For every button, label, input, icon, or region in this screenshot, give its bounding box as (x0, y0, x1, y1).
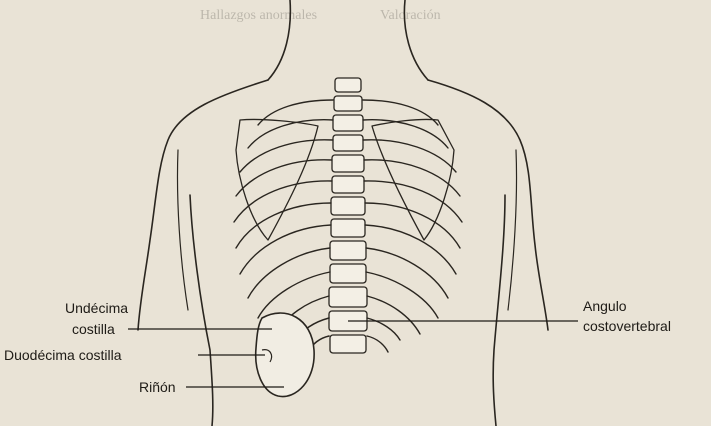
left-humerus (177, 150, 188, 310)
vertebra (329, 287, 367, 307)
left-scapula (236, 119, 318, 240)
rib-left (248, 248, 330, 298)
label-undecima-line2: costilla (72, 321, 115, 337)
rib-right (365, 203, 460, 248)
rib-left (258, 100, 333, 125)
neck-right-outline (404, 0, 428, 80)
vertebra (333, 115, 363, 131)
rib-right (367, 296, 420, 334)
label-angulo-line2: costovertebral (583, 318, 671, 334)
vertebra (331, 197, 365, 215)
rib-left (234, 181, 332, 222)
left-arm-inner (190, 195, 213, 426)
vertebra (330, 264, 366, 283)
vertebra (334, 96, 362, 111)
neck-left-outline (268, 0, 290, 80)
rib-right (367, 336, 388, 352)
label-rinon: Riñón (139, 379, 176, 395)
rib-right (366, 272, 438, 318)
vertebra (330, 241, 366, 260)
vertebra (332, 176, 364, 193)
label-undecima-line1: Undécima (65, 300, 128, 316)
vertebra (330, 335, 366, 353)
right-humerus (508, 150, 517, 310)
label-duodecima: Duodécima costilla (4, 347, 122, 363)
label-angulo-line1: Angulo (583, 298, 627, 314)
rib-right (364, 160, 460, 196)
vertebra (335, 78, 361, 92)
right-arm-inner (493, 195, 505, 426)
spine (329, 78, 367, 353)
rib-left (258, 272, 330, 318)
rib-left (240, 140, 333, 172)
rib-left (236, 160, 332, 196)
vertebra (333, 135, 363, 151)
vertebra (332, 155, 364, 172)
rib-right (366, 248, 448, 298)
vertebra (331, 219, 365, 237)
rib-right (363, 140, 456, 172)
